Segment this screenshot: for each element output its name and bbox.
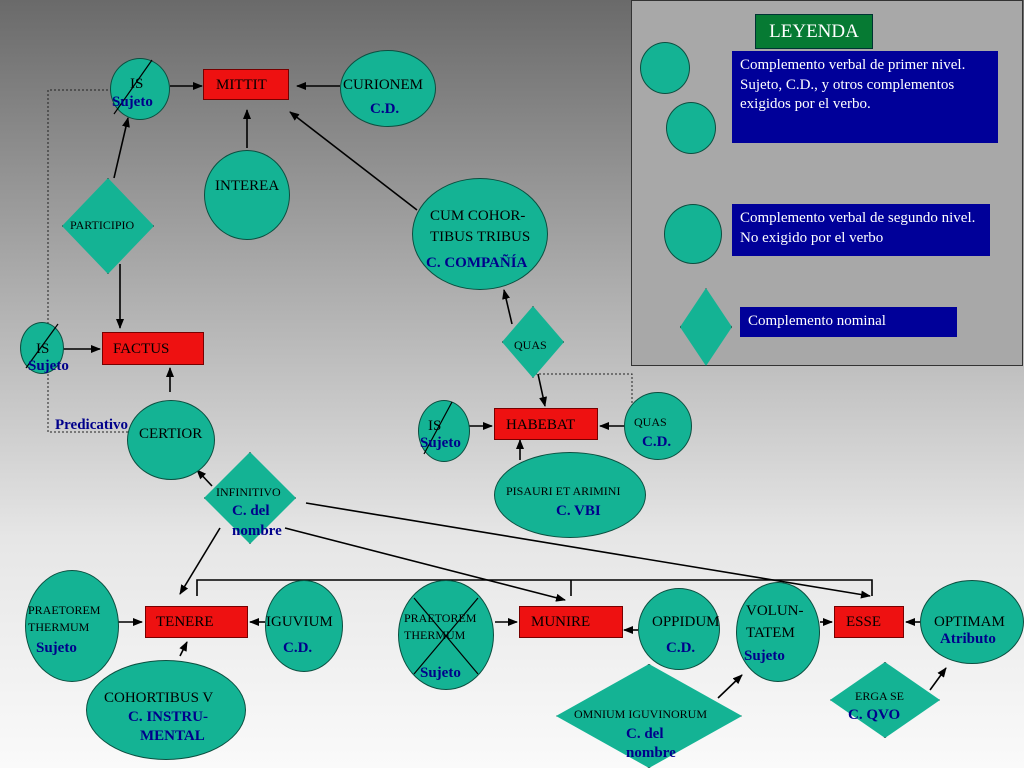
node-curionem — [340, 50, 436, 127]
predicativo-label: Predicativo — [55, 417, 129, 433]
oppidum-role: C.D. — [666, 640, 696, 656]
quas-2-role: C.D. — [642, 434, 672, 450]
node-iguvium — [265, 580, 343, 672]
is-1-label: IS — [130, 76, 144, 92]
participio-label: PARTICIPIO — [70, 218, 135, 232]
erga-label: ERGA SE — [855, 689, 905, 703]
is-3-label: IS — [428, 418, 442, 434]
arrow-omnium-voluntatem — [717, 674, 743, 699]
legend-item-secondary: Complemento verbal de segundo nivel. No … — [732, 204, 990, 256]
habebat-label: HABEBAT — [506, 417, 576, 433]
voluntatem-label-2: TATEM — [746, 625, 795, 641]
infinitivo-label: INFINITIVO — [216, 485, 281, 499]
praetorem-1-label-2: THERMUM — [28, 620, 90, 634]
certior-label: CERTIOR — [139, 426, 203, 442]
arrow-cohortibus-tenere — [179, 641, 188, 657]
praetorem-2-role: Sujeto — [420, 665, 461, 681]
pisauri-label: PISAURI ET ARIMINI — [506, 484, 621, 498]
omnium-label: OMNIUM IGUVINORUM — [574, 707, 707, 721]
is-2-role: Sujeto — [28, 358, 69, 374]
dotted-link-quas1-quas2 — [535, 373, 633, 408]
praetorem-2-label-2: THERMUM — [404, 628, 466, 642]
cohortibus-role-2: MENTAL — [140, 728, 205, 744]
node-tenere — [145, 606, 248, 638]
iguvium-label: IGUVIUM — [266, 614, 333, 630]
node-munire — [519, 606, 623, 638]
tenere-label: TENERE — [156, 614, 214, 630]
pisauri-role: C. VBI — [556, 503, 601, 519]
esse-label: ESSE — [846, 614, 882, 630]
voluntatem-role: Sujeto — [744, 648, 785, 664]
node-pisauri — [494, 452, 646, 538]
node-factus — [102, 332, 204, 365]
dotted-link-is1-certior — [47, 89, 130, 433]
praetorem-1-role: Sujeto — [36, 640, 77, 656]
arrow-erga-optimam — [929, 667, 947, 691]
quas-2-label: QUAS — [634, 415, 667, 429]
is-1-role: Sujeto — [112, 94, 153, 110]
optimam-role: Atributo — [940, 631, 996, 647]
voluntatem-label-1: VOLUN- — [746, 603, 804, 619]
munire-label: MUNIRE — [531, 614, 591, 630]
cohortibus-role-1: C. INSTRU- — [128, 709, 209, 725]
node-cum — [412, 178, 548, 290]
arrow-infinitivo-munire — [284, 527, 566, 602]
curionem-label: CURIONEM — [343, 77, 424, 93]
omnium-role-1: C. del — [626, 726, 664, 742]
is-2-label: IS — [36, 341, 50, 357]
arrow-infinitivo-tenere — [179, 527, 221, 595]
node-quas-2 — [624, 392, 692, 460]
legend-ellipse-1 — [640, 42, 690, 94]
node-praetorem-1 — [25, 570, 119, 682]
legend-item-primary: Complemento verbal de primer nivel. Suje… — [732, 51, 998, 143]
praetorem-2-label-1: PRAETOREM — [404, 611, 477, 625]
legend-title: LEYENDA — [755, 14, 873, 49]
curionem-role: C.D. — [370, 101, 400, 117]
node-interea — [204, 150, 290, 240]
node-mittit — [203, 69, 289, 100]
node-voluntatem — [736, 582, 820, 682]
is-3-role: Sujeto — [420, 435, 461, 451]
omnium-role-2: nombre — [626, 745, 676, 761]
factus-label: FACTUS — [113, 341, 170, 357]
interea-label: INTEREA — [215, 178, 280, 194]
node-oppidum — [638, 588, 720, 670]
cum-role: C. COMPAÑÍA — [426, 255, 528, 271]
cum-label-1: CUM COHOR- — [430, 208, 526, 224]
infinitivo-role-2: nombre — [232, 523, 282, 539]
arrow-cum-mittit — [289, 111, 418, 211]
legend-ellipse-2 — [666, 102, 716, 154]
arrow-participio-is1 — [113, 117, 130, 179]
cohortibus-label: COHORTIBUS V — [104, 690, 214, 706]
erga-role: C. QVO — [848, 707, 901, 723]
oppidum-label: OPPIDUM — [652, 614, 720, 630]
legend-item-nominal: Complemento nominal — [740, 307, 957, 337]
arrow-quas1-cum — [502, 289, 513, 325]
node-habebat — [494, 408, 598, 440]
quas-1-label: QUAS — [514, 338, 547, 352]
cum-label-2: TIBUS TRIBUS — [430, 229, 531, 245]
legend-ellipse-3 — [664, 204, 722, 264]
iguvium-role: C.D. — [283, 640, 313, 656]
node-esse — [834, 606, 904, 638]
mittit-label: MITTIT — [216, 77, 267, 93]
optimam-label: OPTIMAM — [934, 614, 1005, 630]
arrow-infinitivo-certior — [196, 469, 213, 487]
arrow-quas1-habebat — [537, 373, 547, 407]
node-is-3 — [418, 400, 470, 462]
node-cohortibus — [86, 660, 246, 760]
coordination-bracket — [196, 579, 873, 596]
praetorem-1-label-1: PRAETOREM — [28, 603, 101, 617]
node-certior — [127, 400, 215, 480]
infinitivo-role-1: C. del — [232, 503, 270, 519]
